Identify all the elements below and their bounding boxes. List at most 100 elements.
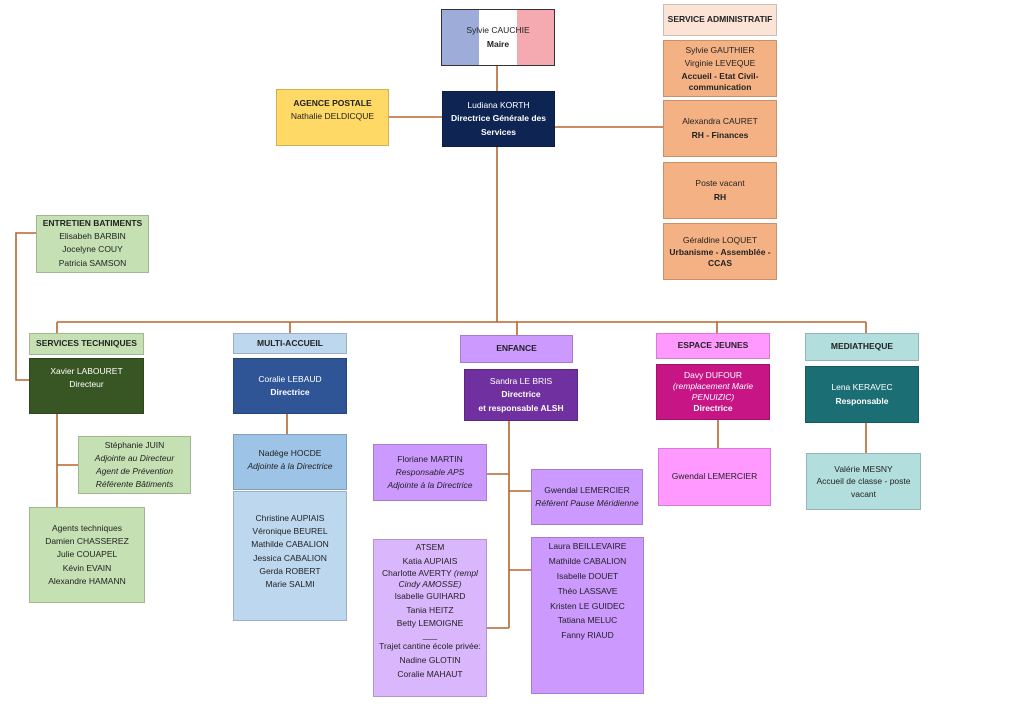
adjoint-name: Stéphanie JUIN <box>104 439 165 450</box>
entretien-member: Jocelyne COUY <box>62 244 123 255</box>
agence-postale-box: AGENCE POSTALE Nathalie DELDICQUE <box>276 89 389 146</box>
head-name: Coralie LEBAUD <box>258 373 322 384</box>
entretien-box: ENTRETIEN BATIMENTS Elisabeh BARBIN Joce… <box>36 215 149 273</box>
member-role: Accueil de classe - poste vacant <box>816 476 911 499</box>
agence-postale-name: Nathalie DELDICQUE <box>290 111 375 122</box>
services-techniques-head: Xavier LABOURET Directeur <box>29 358 144 414</box>
admin-unit-rh: Poste vacant RH <box>663 162 777 219</box>
aps-name: Floriane MARTIN <box>397 453 463 464</box>
multi-accueil-head: Coralie LEBAUD Directrice <box>233 358 347 414</box>
member: Véronique BEUREL <box>252 526 328 537</box>
multi-accueil-adjoint: Nadège HOCDE Adjointe à la Directrice <box>233 434 347 490</box>
head-name: Sandra LE BRIS <box>489 376 553 387</box>
member: Marie SALMI <box>265 578 315 589</box>
admin-unit-rh-finances: Alexandra CAURET RH - Finances <box>663 100 777 157</box>
dgs-role: Directrice Générale des Services <box>451 113 546 137</box>
head-name: Davy DUFOUR <box>683 369 743 380</box>
admin-unit-name: Sylvie GAUTHIER <box>685 45 755 56</box>
entretien-member: Patricia SAMSON <box>58 257 127 268</box>
mediatheque-title: MEDIATHEQUE <box>805 333 919 361</box>
mediatheque-member: Valérie MESNY Accueil de classe - poste … <box>806 453 921 510</box>
member: Gwendal LEMERCIER <box>671 471 758 482</box>
espace-jeunes-head: Davy DUFOUR (remplacement Marie PENUIZIC… <box>656 364 770 420</box>
maire-role: Maire <box>486 38 510 49</box>
maire-box: Sylvie CAUCHIE Maire <box>441 9 555 66</box>
head-note: (remplacement Marie PENUIZIC) <box>672 380 754 402</box>
dgs-box: Ludiana KORTH Directrice Générale des Se… <box>442 91 555 147</box>
head-role: Directrice <box>693 403 733 414</box>
atsem-title: ATSEM <box>415 542 445 552</box>
dgs-name: Ludiana KORTH <box>467 100 530 111</box>
enfance-head: Sandra LE BRIS Directrice et responsable… <box>464 369 578 421</box>
enfance-title: ENFANCE <box>460 335 573 363</box>
atsem-separator: ___ <box>422 630 438 641</box>
multi-accueil-title: MULTI-ACCUEIL <box>233 333 347 354</box>
head-role: Responsable <box>835 395 889 406</box>
atsem-member: Isabelle GUIHARD <box>394 591 466 602</box>
agence-postale-title: AGENCE POSTALE <box>293 98 372 108</box>
enfance-animateurs: Laura BEILLEVAIRE Mathilde CABALION Isab… <box>531 537 644 694</box>
trajet-title: Trajet cantine école privée: <box>379 641 481 652</box>
admin-unit-role: Urbanisme - Assemblée - CCAS <box>669 247 771 269</box>
admin-unit-role: RH <box>713 191 727 202</box>
member: Jessica CABALION <box>253 552 327 563</box>
service-admin-title: SERVICE ADMINISTRATIF <box>663 4 777 36</box>
animateur: Mathilde CABALION <box>548 555 627 566</box>
entretien-title: ENTRETIEN BATIMENTS <box>42 218 143 228</box>
atsem-member: Tania HEITZ <box>406 604 454 615</box>
animateur: Laura BEILLEVAIRE <box>548 541 627 551</box>
trajet-member: Coralie MAHAUT <box>397 668 463 679</box>
adjoint-name: Nadège HOCDE <box>258 448 322 458</box>
agent-member: Kévin EVAIN <box>62 562 112 573</box>
admin-unit-role: Accueil - Etat Civil- communication <box>681 70 759 92</box>
agent-member: Julie COUAPEL <box>56 549 118 560</box>
agents-title: Agents techniques <box>52 523 122 534</box>
enfance-aps: Floriane MARTIN Responsable APS Adjointe… <box>373 444 487 501</box>
admin-unit-name: Poste vacant <box>695 178 745 189</box>
admin-unit-name: Géraldine LOQUET <box>682 234 758 245</box>
adjoint-role: Adjointe au Directeur <box>94 452 175 463</box>
maire-name: Sylvie CAUCHIE <box>466 25 530 36</box>
aps-role: Responsable APS <box>395 466 465 477</box>
atsem-note: (rempl Cindy AMOSSE) <box>398 568 478 590</box>
services-techniques-title: SERVICES TECHNIQUES <box>29 333 144 355</box>
member-name: Valérie MESNY <box>834 464 893 475</box>
trajet-member: Nadine GLOTIN <box>399 655 461 665</box>
agent-member: Damien CHASSEREZ <box>45 536 129 547</box>
admin-unit-name: Virginie LEVEQUE <box>684 58 756 69</box>
multi-accueil-members: Christine AUPIAIS Véronique BEUREL Mathi… <box>233 491 347 621</box>
animateur: Fanny RIAUD <box>561 630 614 641</box>
enfance-pause-meridienne: Gwendal LEMERCIER Référent Pause Méridie… <box>531 469 643 525</box>
espace-jeunes-title: ESPACE JEUNES <box>656 333 770 359</box>
atsem-member: Katia AUPIAIS <box>402 555 458 566</box>
atsem-member: Betty LEMOIGNE <box>396 618 464 629</box>
member: Christine AUPIAIS <box>255 513 325 523</box>
admin-unit-name: Alexandra CAURET <box>682 116 758 127</box>
head-role: Directeur <box>69 379 104 390</box>
admin-unit-accueil: Sylvie GAUTHIER Virginie LEVEQUE Accueil… <box>663 40 777 97</box>
adjoint-role: Référente Bâtiments <box>95 479 174 490</box>
adjoint-role: Agent de Prévention <box>95 466 174 476</box>
member: Gerda ROBERT <box>259 565 321 576</box>
head-name: Xavier LABOURET <box>50 366 123 376</box>
animateur: Isabelle DOUET <box>556 570 619 581</box>
enfance-atsem: ATSEM Katia AUPIAIS Charlotte AVERTY (re… <box>373 539 487 697</box>
head-name: Lena KERAVEC <box>831 382 893 393</box>
entretien-member: Elisabeh BARBIN <box>59 231 126 242</box>
atsem-member: Charlotte AVERTY <box>382 568 452 579</box>
admin-unit-role: RH - Finances <box>691 129 749 140</box>
espace-jeunes-member: Gwendal LEMERCIER <box>658 448 771 506</box>
aps-role: Adjointe à la Directrice <box>387 480 473 491</box>
pause-name: Gwendal LEMERCIER <box>544 484 630 495</box>
animateur: Kristen LE GUIDEC <box>550 600 625 611</box>
agent-member: Alexandre HAMANN <box>48 575 126 586</box>
agents-techniques-box: Agents techniques Damien CHASSEREZ Julie… <box>29 507 145 603</box>
mediatheque-head: Lena KERAVEC Responsable <box>805 366 919 423</box>
pause-role: Référent Pause Méridienne <box>535 498 639 508</box>
head-role: Directrice <box>270 387 310 397</box>
animateur: Tatiana MELUC <box>557 615 618 626</box>
head-role: et responsable ALSH <box>478 402 564 413</box>
member: Mathilde CABALION <box>251 539 329 550</box>
animateur: Théo LASSAVE <box>557 585 618 596</box>
